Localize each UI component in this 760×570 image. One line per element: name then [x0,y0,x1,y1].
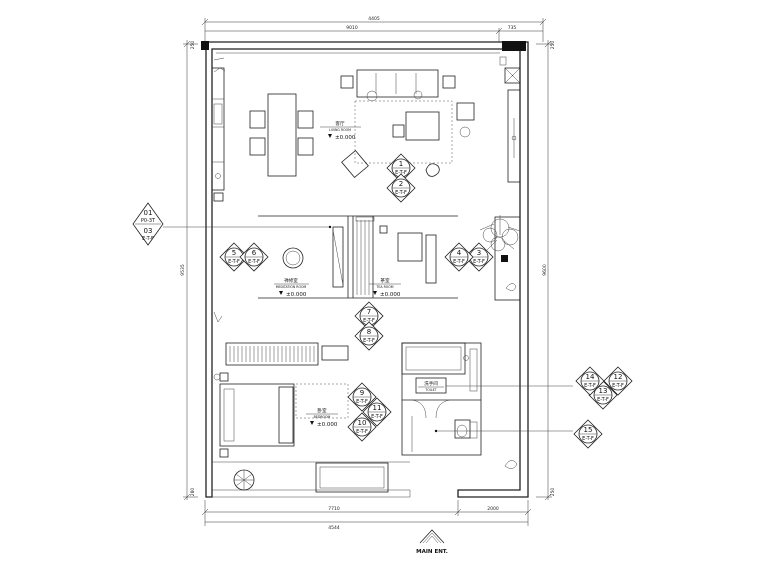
elevation-marker: 14E-T-F [575,366,605,396]
marker-ref: E-T-F [612,383,624,389]
marker-ref: E-T-F [584,383,596,389]
elevation-marker: 10E-T-F [347,412,377,442]
room-sub: BEDROOM [314,415,331,419]
marker-number: 6 [252,249,257,257]
elevation-marker: 7E-T-F [354,301,384,331]
marker-ref: E-T-F [356,429,368,435]
elevation-marker: 8E-T-F [354,321,384,351]
marker-number: 15 [584,426,593,434]
room-sub: LIVING ROOM [329,128,351,132]
exterior-walls [201,41,529,498]
dim-left-upper: 250 [190,41,196,50]
tree-icon [479,215,521,252]
elevation-marker: 6E-T-F [239,242,269,272]
marker-ref: E-T-F [228,259,240,265]
room-name: 卧室 [317,407,327,414]
room-level: ±0.000 [335,135,356,141]
marker-ref: E-T-F [363,338,375,344]
room-label-living: 客厅 LIVING ROOM ±0.000 [320,120,361,141]
room-name: 洗手间 [424,380,438,387]
marker-number: 4 [457,249,462,257]
central-partition [258,215,458,299]
callout-ref: E-T-F [142,236,154,242]
marker-ref: E-T-F [363,318,375,324]
room-name: 禅修室 [284,277,298,284]
marker-number: 12 [614,373,623,381]
dim-right-upper: 250 [550,41,556,50]
column-top-right [502,41,526,51]
marker-number: 10 [358,419,367,427]
room-label-toilet: 洗手间 TOILET [415,377,447,394]
marker-number: 3 [477,249,481,257]
marker-number: 14 [586,373,595,381]
main-entrance: MAIN ENT. [416,529,448,555]
elevation-marker: 12E-T-F [603,366,633,396]
marker-number: 2 [399,180,403,188]
marker-number: 11 [373,404,382,412]
marker-number: 7 [367,308,371,316]
room-name: 茶室 [380,277,390,284]
living-room-furniture [211,56,521,202]
room-level: ±0.000 [380,292,401,298]
marker-ref: E-T-F [356,399,368,405]
marker-ref: E-T-F [597,397,609,403]
marker-ref: E-T-F [473,259,485,265]
elevation-marker: 4E-T-F [444,242,474,272]
marker-number: 1 [399,160,403,168]
elevation-marker: 15E-T-F [573,419,603,449]
elevation-marker: 9E-T-F [347,382,377,412]
callout-number: 03 [144,227,153,235]
dim-top-total: 4405 [368,16,380,22]
dim-bottom-right: 2000 [487,506,499,512]
marker-ref: E-T-F [395,170,407,176]
dim-bottom-left: 7710 [328,506,340,512]
column-top-left [201,41,209,50]
dim-right-total: 9600 [542,264,548,276]
section-callout: 01 P0-3T 03 E-T-F [132,202,164,246]
entrance-arrow-icon [419,529,445,544]
room-sub: TOILET [424,388,436,392]
room-sub: TEA ROOM [375,285,393,289]
marker-number: 13 [599,387,608,395]
marker-ref: E-T-F [395,190,407,196]
entrance-label: MAIN ENT. [416,549,448,555]
room-sub: MEDITATION ROOM [276,285,307,289]
marker-number: 8 [367,328,371,336]
room-label-bedroom: 卧室 BEDROOM ±0.000 [306,407,338,428]
elevation-marker: 1E-T-F [386,153,416,183]
leader-lines [163,225,573,433]
room-level: ±0.000 [286,292,307,298]
marker-ref: E-T-F [248,259,260,265]
planter [479,215,521,301]
callout-ref: P0-3T [141,218,156,224]
dim-left-total: 9535 [180,264,186,276]
dim-bottom-total: 4544 [328,525,340,531]
toilet-fixtures [401,342,518,469]
callout-number: 01 [144,209,153,217]
marker-ref: E-T-F [453,259,465,265]
elevation-marker: 2E-T-F [386,173,416,203]
elevation-markers: 1E-T-F2E-T-F3E-T-F4E-T-F5E-T-F6E-T-F7E-T… [219,153,633,449]
room-label-tea: 茶室 TEA ROOM ±0.000 [369,277,401,298]
room-level: ±0.000 [317,422,338,428]
marker-number: 5 [232,249,236,257]
dim-top-right: 735 [508,25,517,31]
dim-right-lower: 250 [550,488,556,497]
elevation-marker: 11E-T-F [362,397,392,427]
elevation-marker: 5E-T-F [219,242,249,272]
marker-number: 9 [360,389,364,397]
bedroom-furniture [212,311,410,493]
dimension-lines [183,18,552,526]
elevation-marker: 3E-T-F [464,242,494,272]
dim-left-lower: 280 [190,488,196,497]
dim-top-left: 9010 [346,25,358,31]
room-name: 客厅 [335,120,345,127]
marker-ref: E-T-F [371,414,383,420]
room-label-meditation: 禅修室 MEDITATION ROOM ±0.000 [274,277,309,298]
marker-ref: E-T-F [582,436,594,442]
dimension-labels: 4405 9010 735 9535 250 280 9600 250 250 … [180,16,556,531]
